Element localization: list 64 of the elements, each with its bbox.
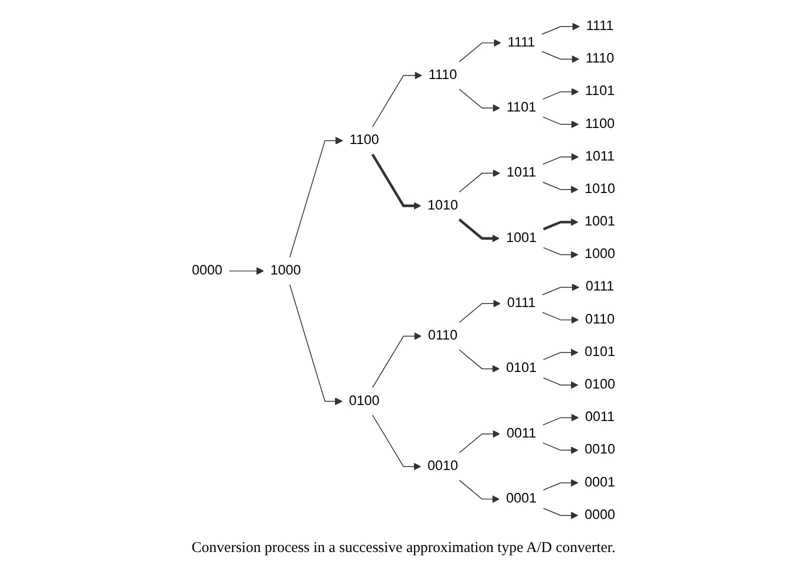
arrow	[372, 414, 421, 470]
node-text: 1101	[506, 100, 536, 115]
arrow	[543, 479, 578, 490]
node-text: 0010	[584, 442, 616, 458]
arrow	[542, 442, 578, 454]
node-text: 0101	[506, 361, 537, 376]
node-text: 1010	[428, 198, 458, 213]
arrow	[228, 267, 264, 275]
node-text: 1001	[584, 214, 616, 229]
arrow	[542, 182, 578, 194]
node-text: 0011	[506, 426, 536, 441]
arrow	[458, 300, 501, 323]
node-text: 0100	[584, 377, 616, 392]
node-text: 1111	[586, 18, 614, 34]
arrow	[542, 88, 579, 100]
node-text: 1100	[585, 116, 615, 132]
arrow	[542, 414, 579, 426]
arrow	[458, 88, 500, 112]
caption: Conversion process in a successive approximation type A/D converter.	[192, 540, 616, 557]
arrow	[458, 39, 502, 62]
arrow	[542, 218, 578, 230]
arrow	[289, 136, 343, 258]
node-text: 0001	[506, 491, 537, 506]
arrow	[458, 430, 500, 454]
arrow	[542, 312, 579, 324]
node-text: 1001	[506, 230, 537, 246]
node-text: 1101	[585, 84, 615, 99]
arrow	[372, 332, 422, 388]
arrow	[371, 154, 421, 210]
arrow	[542, 51, 580, 63]
node-text: 1110	[428, 68, 458, 82]
node-text: 0100	[348, 394, 380, 408]
node-text: 0000	[192, 263, 222, 278]
node-text: 1110	[586, 51, 614, 66]
arrow	[542, 284, 580, 296]
node-text: 1000	[270, 263, 301, 278]
node-text: 1011	[506, 166, 536, 180]
node-text: 0000	[584, 508, 616, 522]
arrow	[458, 480, 500, 503]
arrow	[542, 116, 579, 128]
node-text: 0110	[585, 312, 615, 327]
node-text: 0111	[586, 280, 614, 294]
arrow	[289, 284, 342, 406]
arrow	[543, 508, 578, 520]
node-text: 1011	[585, 149, 615, 164]
arrow	[543, 247, 578, 258]
node-text: 1000	[584, 246, 616, 262]
node-text: 1010	[584, 182, 616, 196]
arrow	[458, 349, 500, 373]
node-text: 0011	[585, 410, 615, 425]
node-text: 0110	[428, 328, 458, 344]
arrow	[458, 169, 500, 193]
arrow	[542, 153, 579, 165]
arrow	[543, 378, 578, 389]
arrow	[542, 22, 580, 35]
arrow	[543, 348, 578, 360]
arrow	[372, 72, 422, 128]
node-text: 0101	[584, 344, 616, 360]
node-text: 0111	[507, 296, 536, 310]
node-text: 0010	[428, 458, 458, 474]
node-text: 1111	[508, 35, 536, 50]
arrow	[458, 218, 500, 242]
node-text: 0001	[584, 475, 616, 490]
node-text: 1100	[349, 132, 379, 148]
